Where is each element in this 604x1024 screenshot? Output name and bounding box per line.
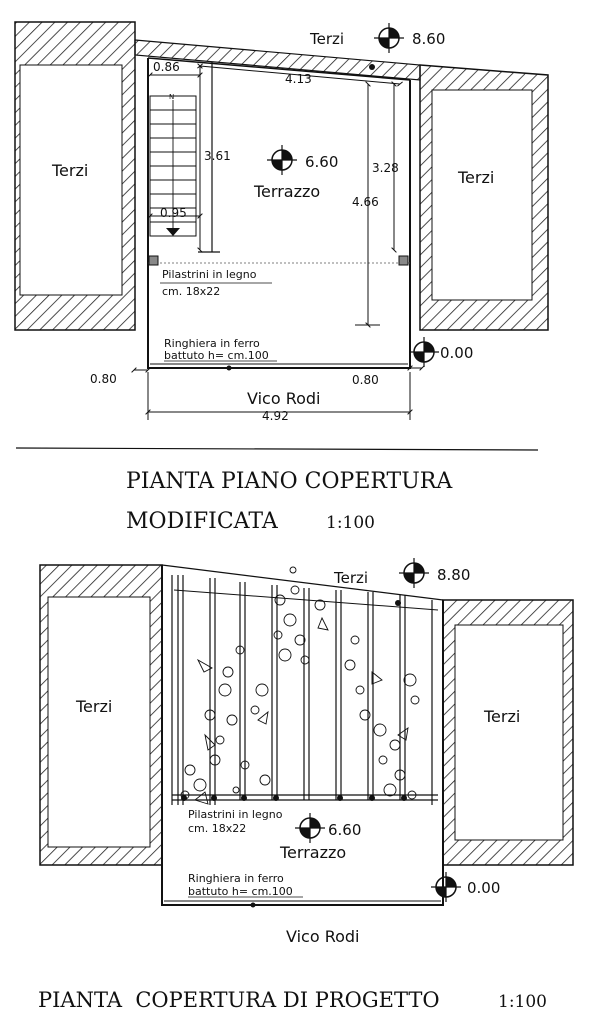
terrace-outline: [147, 58, 411, 369]
level-terrazzo-b: 6.60: [328, 821, 361, 839]
dim-361: 3.61: [204, 149, 231, 163]
dim-080-right: 0.80: [352, 373, 379, 387]
label-terzi-top: Terzi: [309, 30, 344, 48]
title-top-line2: MODIFICATA: [126, 509, 279, 534]
dim-095: 0.95: [160, 206, 187, 220]
label-ringhiera-2-b: battuto h= cm.100: [188, 885, 293, 898]
label-terrazzo: Terrazzo: [253, 182, 320, 201]
label-pilastrini-1: Pilastrini in legno: [162, 268, 257, 281]
label-terzi-right: Terzi: [457, 168, 494, 187]
dim-080-left: 0.80: [90, 372, 117, 386]
dim-328: 3.28: [372, 161, 399, 175]
title-bottom: PIANTA COPERTURA DI PROGETTO: [38, 988, 440, 1012]
climbing-plants: [180, 566, 420, 805]
label-terzi-left-b: Terzi: [75, 697, 112, 716]
dim-466: 4.66: [352, 195, 379, 209]
dim-413: 4.13: [285, 72, 312, 86]
dim-086: 0.86: [153, 60, 180, 74]
level-top-b: 8.80: [437, 566, 470, 584]
left-inner-panel: [19, 64, 123, 296]
level-ground-b: 0.00: [467, 879, 500, 897]
level-top: 8.60: [412, 30, 445, 48]
level-ground: 0.00: [440, 344, 473, 362]
level-terrazzo: 6.60: [305, 153, 338, 171]
terrace-outline-b: [161, 565, 444, 906]
stair: N: [149, 93, 197, 237]
label-terzi-top-b: Terzi: [333, 569, 368, 587]
label-terzi-right-b: Terzi: [483, 707, 520, 726]
label-ringhiera-1-b: Ringhiera in ferro: [188, 872, 284, 885]
title-top-line1: PIANTA PIANO COPERTURA: [126, 469, 453, 494]
stair-mark: N: [169, 93, 174, 101]
right-inner-panel: [431, 89, 533, 301]
label-pilastrini-2-b: cm. 18x22: [188, 822, 246, 835]
label-terzi-left: Terzi: [51, 161, 88, 180]
pillar-left: [148, 255, 159, 266]
label-pilastrini-2: cm. 18x22: [162, 285, 220, 298]
label-street: Vico Rodi: [247, 389, 321, 408]
title-bottom-scale: 1:100: [498, 992, 547, 1012]
section-separator: [15, 447, 539, 451]
label-pilastrini-1-b: Pilastrini in legno: [188, 808, 283, 821]
plan-bottom: Terzi 8.80 Terzi Terzi Pilastrini in leg…: [39, 557, 574, 946]
label-terrazzo-b: Terrazzo: [279, 843, 346, 862]
pillar-right: [398, 255, 409, 266]
title-top-scale: 1:100: [326, 513, 375, 533]
label-ringhiera-1: Ringhiera in ferro: [164, 337, 260, 350]
plan-top: N Terzi 8.60: [14, 21, 549, 423]
label-street-b: Vico Rodi: [286, 927, 360, 946]
dim-492: 4.92: [262, 409, 289, 423]
label-ringhiera-2: battuto h= cm.100: [164, 349, 269, 362]
